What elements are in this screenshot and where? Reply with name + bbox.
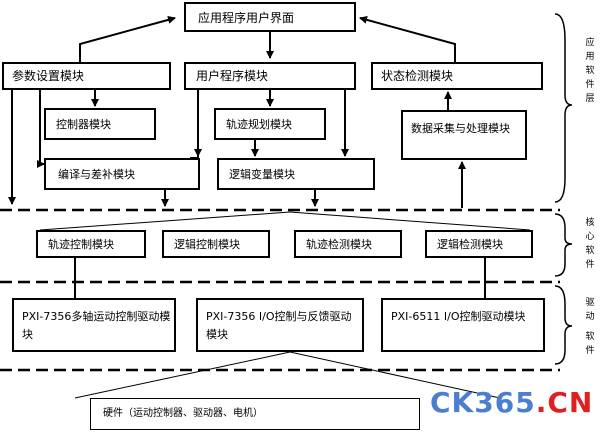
- traj-ctrl-box: 轨迹控制模块: [36, 230, 146, 258]
- hardware-box: 硬件（运动控制器、驱动器、电机）: [90, 398, 420, 430]
- driver-label-a: 驱动: [585, 298, 595, 322]
- param-label: 参数设置模块: [12, 69, 85, 83]
- logic-ctrl-label: 逻辑控制模块: [174, 238, 240, 251]
- hardware-label: 硬件（运动控制器、驱动器、电机）: [103, 408, 263, 419]
- logicvar-label: 逻辑变量模块: [229, 168, 295, 181]
- logic-detect-box: 逻辑检测模块: [425, 230, 533, 258]
- trajplan-box: 轨迹规划模块: [214, 108, 326, 140]
- compensation-label: 编译与差补模块: [58, 168, 135, 181]
- traj-detect-label: 轨迹检测模块: [306, 238, 372, 251]
- pxi7356-motion-box: PXI-7356多轴运动控制驱动模块: [12, 298, 176, 352]
- logic-detect-label: 逻辑检测模块: [437, 238, 503, 251]
- logicvar-box: 逻辑变量模块: [217, 158, 375, 190]
- daq-label: 数据采集与处理模块: [411, 122, 510, 135]
- controller-label: 控制器模块: [56, 118, 111, 131]
- pxi7356-io-box: PXI-7356 I/O控制与反馈驱动模块: [196, 298, 364, 352]
- ui-box: 应用程序用户界面: [184, 2, 356, 32]
- traj-ctrl-label: 轨迹控制模块: [48, 238, 114, 251]
- pxi6511-box: PXI-6511 I/O控制驱动模块: [381, 298, 545, 352]
- trajplan-label: 轨迹规划模块: [226, 118, 292, 131]
- driver-label-b: 软件: [585, 332, 595, 356]
- status-box: 状态检测模块: [371, 62, 543, 90]
- watermark-text: CK365.CN: [430, 386, 594, 419]
- compensation-box: 编译与差补模块: [44, 158, 200, 190]
- watermark-logo: CK365.CN: [430, 386, 593, 419]
- ui-label: 应用程序用户界面: [198, 11, 295, 25]
- param-box: 参数设置模块: [2, 62, 171, 90]
- logic-ctrl-box: 逻辑控制模块: [162, 230, 270, 258]
- pxi7356-io-label: PXI-7356 I/O控制与反馈驱动模块: [206, 310, 352, 341]
- daq-box: 数据采集与处理模块: [401, 110, 527, 160]
- userprog-label: 用户程序模块: [196, 69, 269, 83]
- pxi7356-motion-label: PXI-7356多轴运动控制驱动模块: [22, 310, 171, 341]
- core-label-b: 软件: [585, 246, 595, 270]
- app-software-layer-label: 应用软件层: [585, 38, 595, 104]
- status-label: 状态检测模块: [381, 69, 454, 83]
- pxi6511-label: PXI-6511 I/O控制驱动模块: [391, 310, 526, 323]
- userprog-box: 用户程序模块: [184, 62, 356, 90]
- controller-box: 控制器模块: [44, 108, 156, 140]
- traj-detect-box: 轨迹检测模块: [294, 230, 402, 258]
- core-label-a: 核心: [585, 218, 595, 242]
